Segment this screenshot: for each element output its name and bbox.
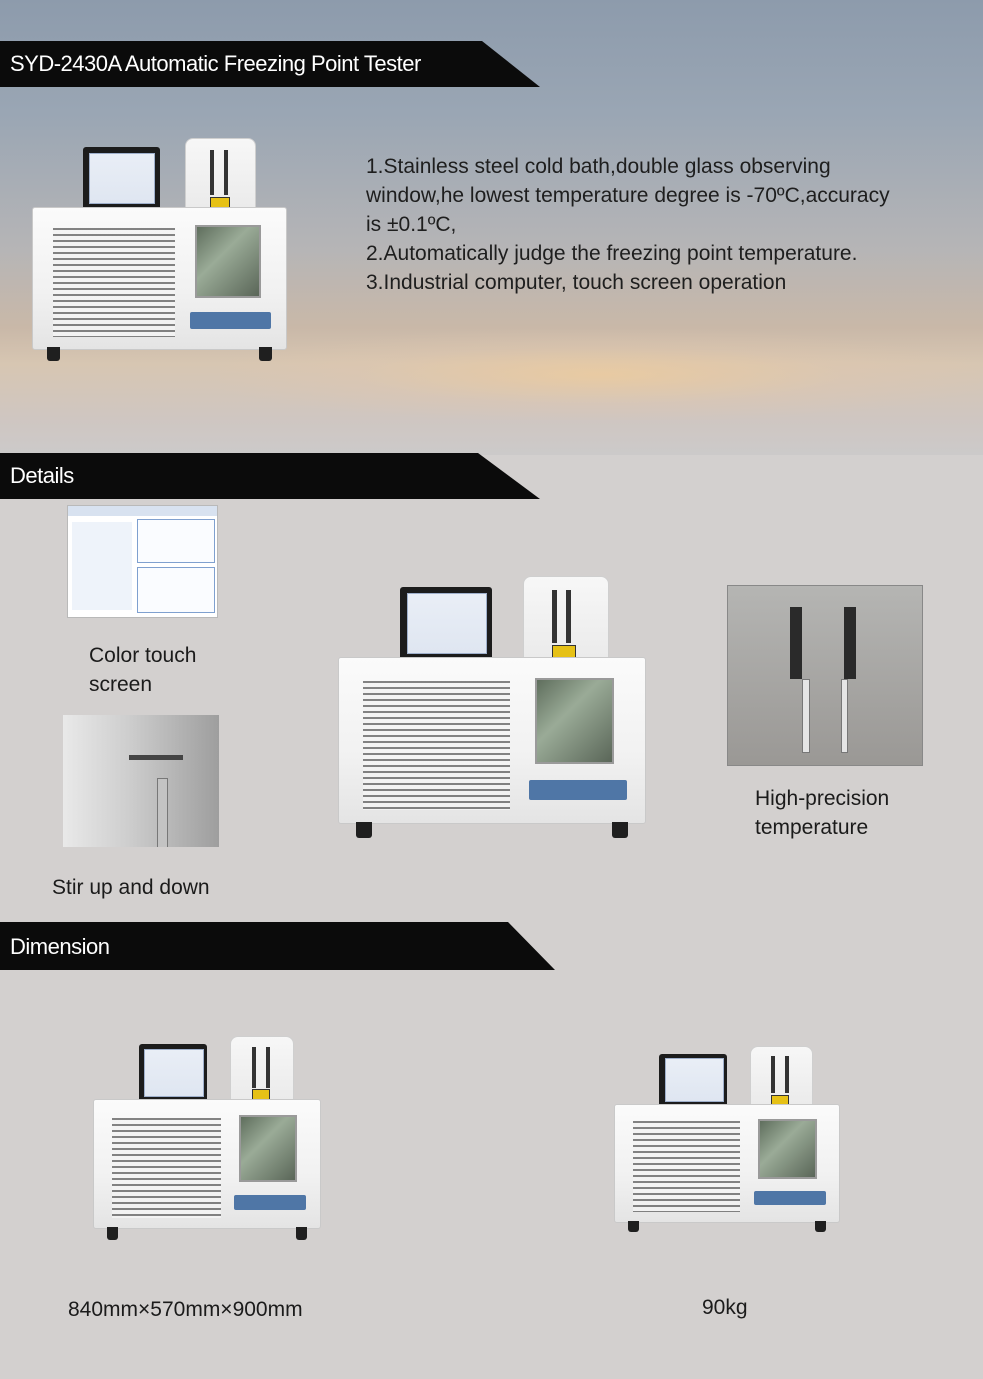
page-title: SYD-2430A Automatic Freezing Point Teste… [0,41,540,87]
temperature-caption: High-precision temperature [755,787,890,839]
screen-titlebar [68,506,217,516]
probe-tube [801,679,810,753]
foot [356,821,372,838]
touch-screen-monitor [138,1044,207,1108]
observation-window [194,224,261,298]
probe-slot [790,607,802,680]
probe-tube [840,679,849,753]
foot [815,1220,827,1233]
feature-line: 3.Industrial computer, touch screen oper… [366,271,787,294]
section-header-details: Details [0,453,540,499]
nameplate [753,1191,826,1206]
foot [47,347,61,362]
nameplate [189,312,271,329]
vent-grille [53,227,175,338]
touch-screen-detail-image [67,505,218,618]
test-tube [156,778,168,847]
foot [258,347,272,362]
probe-slot [844,607,857,680]
feature-line: 1.Stainless steel cold bath,double glass… [366,155,831,178]
center-product-image [338,576,646,846]
cabinet [338,657,646,825]
feature-list: 1.Stainless steel cold bath,double glass… [366,152,976,297]
dimension-product-image-right [614,1046,840,1238]
foot [295,1227,308,1240]
vent-grille [112,1117,221,1218]
section-header-dimension: Dimension [0,922,555,970]
feature-line: 2.Automatically judge the freezing point… [366,242,858,265]
observation-window [758,1118,817,1180]
nameplate [234,1194,307,1211]
observation-window [534,677,615,764]
foot [106,1227,119,1240]
stirrer-detail-image [63,715,219,847]
touch-screen-monitor [83,147,160,217]
dimension-size: 840mm×570mm×900mm [68,1298,303,1321]
stir-rod [128,754,184,760]
screen-caption: Color touch screen [89,644,197,696]
touch-screen-monitor [399,586,492,668]
feature-line: is ±0.1ºC, [366,213,457,236]
screen-panel [72,521,133,611]
cabinet [32,207,287,350]
sunset-glow [220,330,980,420]
nameplate [528,780,627,801]
feature-line: window,he lowest temperature degree is -… [366,184,890,207]
cabinet [614,1103,840,1223]
screen-chart [136,567,215,614]
vent-grille [632,1120,741,1213]
touch-screen-monitor [659,1053,727,1112]
cabinet [93,1099,321,1230]
screen-chart [136,519,215,564]
dimension-weight: 90kg [702,1296,748,1319]
vent-grille [363,681,511,811]
dimension-product-image-left [93,1036,321,1246]
foot [627,1220,639,1233]
stir-caption: Stir up and down [52,876,210,899]
temperature-probe-detail-image [727,585,923,766]
hero-product-image [32,138,287,368]
foot [612,821,628,838]
observation-window [238,1115,298,1183]
